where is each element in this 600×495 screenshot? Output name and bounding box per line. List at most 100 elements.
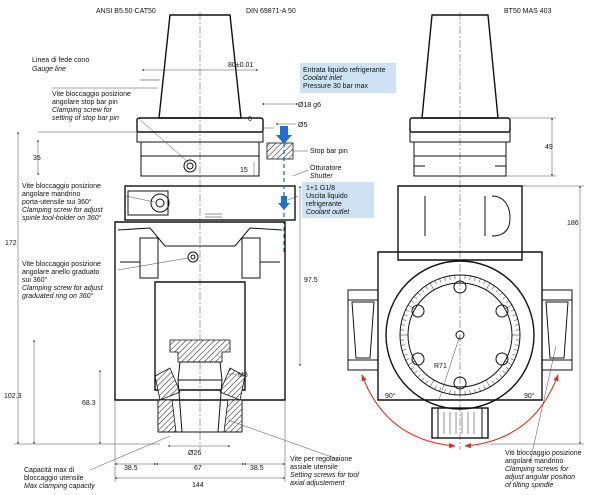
stop-bar-pin-label: Stop bar pin (310, 148, 348, 155)
ring-tick (510, 309, 515, 312)
ring-tick (491, 380, 495, 385)
ring-tick (505, 366, 510, 370)
ring-tick (405, 358, 410, 361)
svg-text:graduated ring on 360°: graduated ring on 360° (22, 292, 93, 300)
ring-tick (514, 349, 519, 351)
dim-67: 67 (194, 465, 202, 472)
svg-text:angolare mandrino: angolare mandrino (505, 458, 563, 465)
angle-90-right: 90° (524, 392, 535, 400)
ring-tick (474, 276, 476, 281)
dim-18: Ø18 g6 (298, 102, 321, 109)
tilt-arc-left (361, 374, 456, 449)
svg-text:of tilting spindle: of tilting spindle (505, 482, 553, 489)
ring-tick (421, 288, 425, 293)
dim-38-5-left: 38.5 (124, 465, 138, 472)
ring-tick (449, 275, 451, 280)
ring-tick (515, 324, 520, 326)
ring-tick (514, 319, 519, 321)
dim-80: 80±0.01 (228, 62, 253, 69)
ring-tick (478, 278, 481, 283)
dim-186: 186 (567, 220, 579, 227)
head-body (124, 185, 296, 221)
ring-tick (413, 296, 418, 300)
ring-screw-label: Vite bloccaggio posizione (22, 261, 101, 268)
ring-tick (515, 344, 520, 346)
ring-screw-icon (187, 251, 199, 263)
svg-text:angolare stop bar pin: angolare stop bar pin (52, 99, 118, 106)
svg-text:angolare anello graduato: angolare anello graduato (22, 269, 100, 276)
spindle-screw-label: Vite bloccaggio posizione (22, 183, 101, 190)
ring-tick (485, 379, 491, 388)
ansi-label: ANSI B5.50 CAT50 (96, 8, 156, 15)
svg-text:Clamping screw for adjust: Clamping screw for adjust (22, 207, 104, 214)
dim-5: Ø5 (298, 122, 307, 129)
dim-15: 15 (240, 167, 248, 174)
svg-text:refrigerante: refrigerante (306, 201, 342, 208)
tilt-screw-label: Viti bloccaggio posizione (505, 450, 582, 457)
dim-97-5: 97.5 (304, 277, 318, 284)
graduated-ring (385, 260, 535, 410)
svg-text:setting of stop bar pin: setting of stop bar pin (52, 115, 119, 122)
coolant-inlet-label: Entrata liquido refrigerante (303, 67, 386, 74)
din-label: DIN 69871-A 50 (246, 8, 296, 15)
svg-text:Setting screws for tool: Setting screws for tool (290, 472, 359, 479)
ring-tick (429, 379, 435, 388)
ring-tick (444, 389, 446, 394)
ring-tick (410, 366, 415, 370)
stop-bar-pin-block (266, 142, 294, 160)
ring-tick (400, 324, 405, 326)
side-view (114, 12, 296, 450)
stop-bar-screw-icon (183, 159, 197, 173)
dim-49: 49 (545, 144, 553, 151)
axial-screw-label: Vite per regolazione (290, 456, 352, 463)
coolant-outlet-label: 1+1 G1/8 (306, 185, 335, 192)
ring-tick (502, 296, 507, 300)
dim-35: 35 (33, 155, 41, 162)
stopbar-screw-label: Vite bloccaggio posizione (52, 91, 131, 98)
ring-tick (407, 304, 416, 310)
ring-tick (417, 374, 421, 378)
svg-text:spinle tool-holder on 360°: spinle tool-holder on 360° (22, 214, 102, 222)
ring-tick (499, 374, 503, 378)
ring-tick (491, 285, 495, 290)
coolant-outlet-callout (302, 182, 374, 218)
dimension-lines (14, 69, 584, 482)
ring-tick (469, 390, 471, 395)
svg-text:bloccaggio utensile: bloccaggio utensile (24, 475, 84, 482)
svg-text:Clamping screw for: Clamping screw for (52, 107, 113, 114)
dim-26: Ø26 (188, 450, 201, 457)
svg-text:porta-utensile sui 360°: porta-utensile sui 360° (22, 198, 92, 206)
ring-tick (421, 377, 425, 382)
ring-tick (405, 309, 410, 312)
ring-tick (495, 288, 499, 293)
svg-text:Uscita liquido: Uscita liquido (306, 193, 348, 200)
dim-144: 144 (192, 482, 204, 489)
holder-ribs (443, 412, 475, 434)
svg-text:Pressure 30 bar max: Pressure 30 bar max (303, 83, 368, 90)
ring-tick (502, 370, 507, 374)
svg-text:Coolant inlet: Coolant inlet (303, 75, 343, 82)
svg-text:angolare mandrino: angolare mandrino (22, 191, 80, 198)
svg-text:axial adjustement: axial adjustement (290, 480, 346, 487)
r71-label: R71 (434, 363, 447, 370)
ring-tick (434, 385, 437, 390)
svg-text:Max clamping capacity: Max clamping capacity (24, 483, 95, 490)
ring-tick (504, 360, 513, 366)
tilt-arc-right (464, 374, 559, 449)
ring-tick (504, 304, 513, 310)
ring-tick (425, 285, 429, 290)
ring-tick (401, 319, 406, 321)
dim-172: 172 (5, 240, 17, 247)
ring-tick (469, 275, 471, 280)
right-tilt-screw-icon (545, 301, 569, 359)
angle-90-left: 90° (385, 392, 396, 400)
svg-text:Clamping screw for adjust: Clamping screw for adjust (22, 285, 104, 292)
ring-tick (429, 282, 435, 291)
ring-tick (403, 314, 408, 317)
ring-tick (417, 292, 421, 296)
dim-68-3: 68.3 (82, 400, 96, 407)
ring-tick (425, 380, 429, 385)
front-view (347, 12, 573, 450)
ring-tick (439, 278, 442, 283)
